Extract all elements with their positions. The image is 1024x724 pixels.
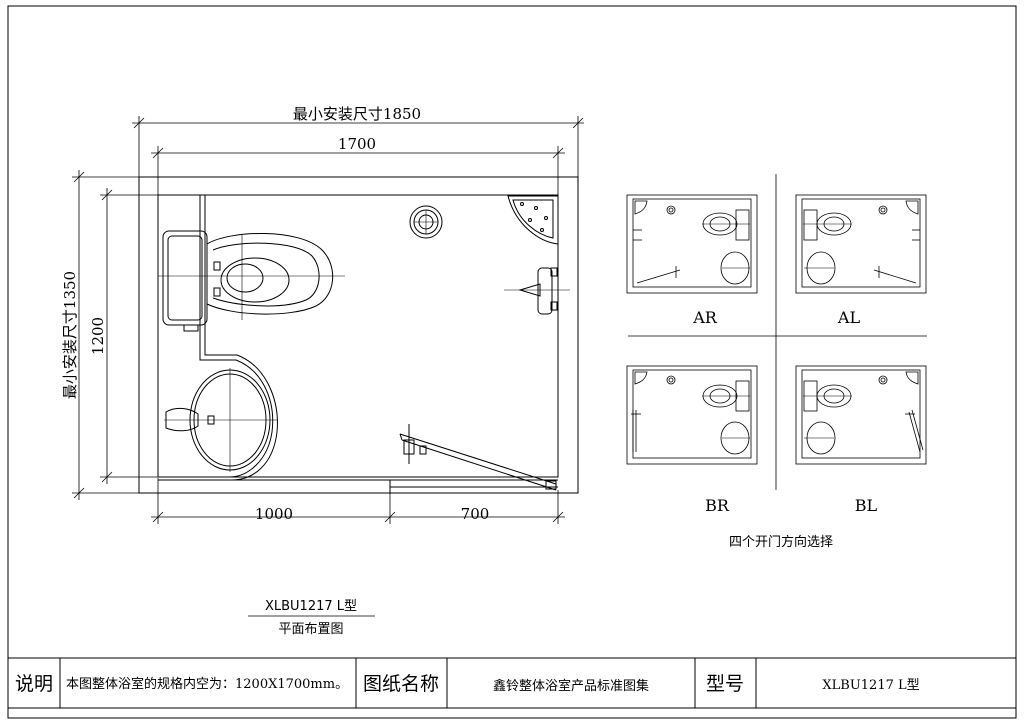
title-block	[7, 657, 1017, 709]
plan-title: 平面布置图	[278, 622, 343, 637]
drawing-name: 鑫铃整体浴室产品标准图集	[493, 678, 649, 694]
notes-text: 本图整体浴室的规格内空为：1200X1700mm。	[66, 676, 348, 692]
variant-caption: 四个开门方向选择	[729, 534, 833, 550]
dim-min-install-depth: 最小安装尺寸1350	[61, 271, 79, 399]
dim-inner-width: 1700	[338, 135, 376, 153]
shower-mixer	[504, 267, 570, 315]
washbasin	[164, 368, 278, 472]
dim-left-segment: 1000	[255, 505, 293, 523]
variant-ar-plan	[626, 194, 758, 294]
partition-wall	[199, 195, 274, 478]
variant-br-plan	[626, 365, 758, 465]
model-value: XLBU1217 L型	[822, 678, 919, 693]
shower-door	[389, 424, 558, 493]
variant-bl-plan	[795, 365, 927, 465]
notes-label: 说明	[15, 673, 53, 695]
dim-min-install-width: 最小安装尺寸1850	[293, 105, 421, 123]
corner-shelf	[507, 195, 559, 245]
variant-ar-label: AR	[692, 308, 718, 327]
toilet	[158, 230, 345, 332]
floor-drain	[409, 205, 443, 239]
dim-right-segment: 700	[461, 505, 490, 523]
model-title: XLBU1217 L型	[265, 599, 357, 614]
floor-plan	[138, 176, 579, 494]
install-outline	[138, 176, 579, 494]
model-label: 型号	[706, 673, 744, 695]
dimension-lines	[72, 116, 584, 524]
sheet-border	[7, 5, 1017, 719]
room-inner-wall	[157, 194, 559, 478]
dim-inner-depth: 1200	[89, 317, 107, 355]
variant-bl-label: BL	[855, 496, 878, 515]
variant-al-plan	[795, 194, 927, 294]
drawing-name-label: 图纸名称	[363, 673, 439, 695]
variant-al-label: AL	[837, 308, 861, 327]
variant-br-label: BR	[705, 496, 730, 515]
